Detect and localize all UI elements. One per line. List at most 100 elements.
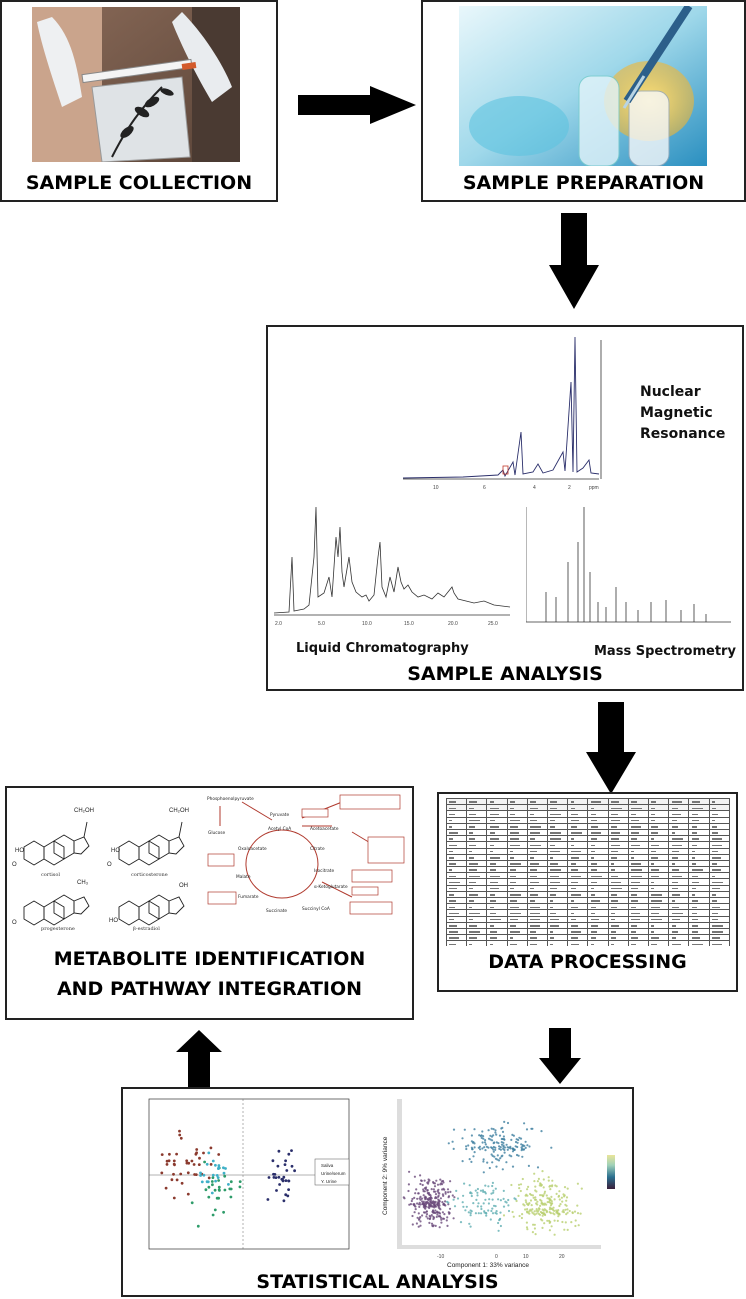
- pca-point: [446, 1188, 450, 1191]
- biplot-point: [271, 1159, 275, 1163]
- pca-point: [456, 1197, 460, 1200]
- pca-point: [483, 1141, 487, 1144]
- pca-point: [536, 1203, 539, 1206]
- pca-point: [499, 1157, 502, 1160]
- biplot-point: [209, 1163, 213, 1166]
- biplot-point: [160, 1171, 164, 1175]
- biplot-point: [229, 1180, 233, 1184]
- pca-point: [473, 1146, 476, 1149]
- pca-point: [495, 1212, 498, 1215]
- pca-point: [425, 1186, 428, 1189]
- biplot-point: [178, 1133, 182, 1137]
- pca-point: [447, 1142, 450, 1145]
- pca-point: [421, 1203, 424, 1206]
- biplot-point: [213, 1188, 217, 1192]
- pca-point: [417, 1225, 420, 1228]
- pca-point: [516, 1145, 519, 1149]
- pca-point: [556, 1219, 559, 1222]
- pca-point: [426, 1198, 429, 1201]
- pca-point: [459, 1221, 463, 1224]
- pca-point: [526, 1188, 529, 1191]
- pca-point: [550, 1146, 553, 1149]
- svg-text:2: 2: [568, 485, 571, 491]
- biplot-legend-2: Y. Urine: [321, 1179, 337, 1184]
- pca-point: [558, 1204, 561, 1208]
- biplot-point: [290, 1149, 293, 1152]
- pca-point: [561, 1210, 564, 1213]
- pca-point: [444, 1200, 447, 1203]
- pca-point: [530, 1127, 533, 1130]
- pca-point: [561, 1200, 564, 1203]
- pca-point: [417, 1218, 421, 1221]
- pca-point: [566, 1187, 569, 1190]
- pca-point: [431, 1200, 434, 1203]
- pca-point: [516, 1141, 519, 1144]
- pca-point: [542, 1194, 545, 1197]
- pca-point: [550, 1225, 553, 1228]
- sample-preparation-box: SAMPLE PREPARATION: [421, 0, 746, 202]
- pca-point: [428, 1179, 431, 1182]
- sample-preparation-label: SAMPLE PREPARATION: [462, 172, 705, 194]
- pca-point: [496, 1154, 499, 1157]
- pca-point: [470, 1194, 473, 1198]
- pca-point: [539, 1204, 542, 1207]
- svg-text:15.0: 15.0: [404, 621, 414, 627]
- pca-point: [447, 1201, 450, 1204]
- pca-point: [448, 1207, 452, 1210]
- pca-point: [436, 1183, 440, 1186]
- pca-point: [480, 1207, 483, 1211]
- biplot-point: [222, 1166, 225, 1170]
- pca-point: [534, 1233, 537, 1236]
- pca-point: [419, 1174, 422, 1177]
- pca-point: [411, 1223, 414, 1226]
- pca-point: [494, 1131, 497, 1134]
- pca-point: [557, 1194, 561, 1197]
- pca-point: [537, 1207, 541, 1210]
- pca-point: [545, 1203, 548, 1206]
- pca-point: [546, 1201, 549, 1204]
- biplot-point: [223, 1188, 227, 1192]
- nmr-spectrum: 10 6 4 2 ppm: [403, 332, 613, 492]
- pca-xlabel: Component 1: 33% variance: [447, 1262, 529, 1269]
- pca-point: [501, 1130, 505, 1133]
- pca-point: [533, 1213, 536, 1216]
- biplot-point: [281, 1179, 285, 1183]
- pca-point: [481, 1147, 484, 1150]
- pca-point: [439, 1208, 442, 1211]
- pca-point: [471, 1148, 474, 1151]
- pca-point: [491, 1161, 494, 1164]
- pca-point: [481, 1130, 484, 1133]
- pca-point: [410, 1199, 413, 1203]
- pca-point: [548, 1221, 551, 1224]
- biplot-point: [202, 1151, 205, 1155]
- pca-point: [548, 1229, 551, 1232]
- pca-point: [452, 1147, 455, 1150]
- pca-point: [482, 1137, 485, 1140]
- biplot-point: [222, 1210, 225, 1214]
- pca-point: [439, 1216, 443, 1219]
- pca-point: [417, 1192, 420, 1195]
- svg-text:6: 6: [483, 485, 486, 491]
- biplot-point: [180, 1181, 184, 1185]
- biplot-point: [186, 1171, 190, 1175]
- pca-point: [433, 1185, 437, 1188]
- pca-point: [413, 1196, 416, 1199]
- steroid-structures: CH₂OH CH₂OH CH₃ OH HO HO HO O O O cortis…: [9, 792, 199, 932]
- svg-text:5.0: 5.0: [318, 621, 325, 627]
- pca-point: [451, 1140, 454, 1143]
- pca-point: [500, 1137, 503, 1141]
- biplot-point: [227, 1183, 230, 1186]
- pca-point: [463, 1128, 466, 1131]
- biplot-point: [238, 1185, 242, 1189]
- pca-point: [524, 1140, 527, 1143]
- pca-point: [532, 1196, 535, 1199]
- pca-point: [541, 1214, 544, 1217]
- pca-point: [482, 1171, 485, 1174]
- pca-point: [482, 1160, 485, 1163]
- pca-point: [521, 1177, 524, 1181]
- pca-point: [544, 1213, 547, 1217]
- svg-text:HO: HO: [109, 918, 118, 924]
- biplot-point: [272, 1176, 276, 1179]
- pca-point: [448, 1212, 451, 1215]
- pca-point: [503, 1120, 506, 1123]
